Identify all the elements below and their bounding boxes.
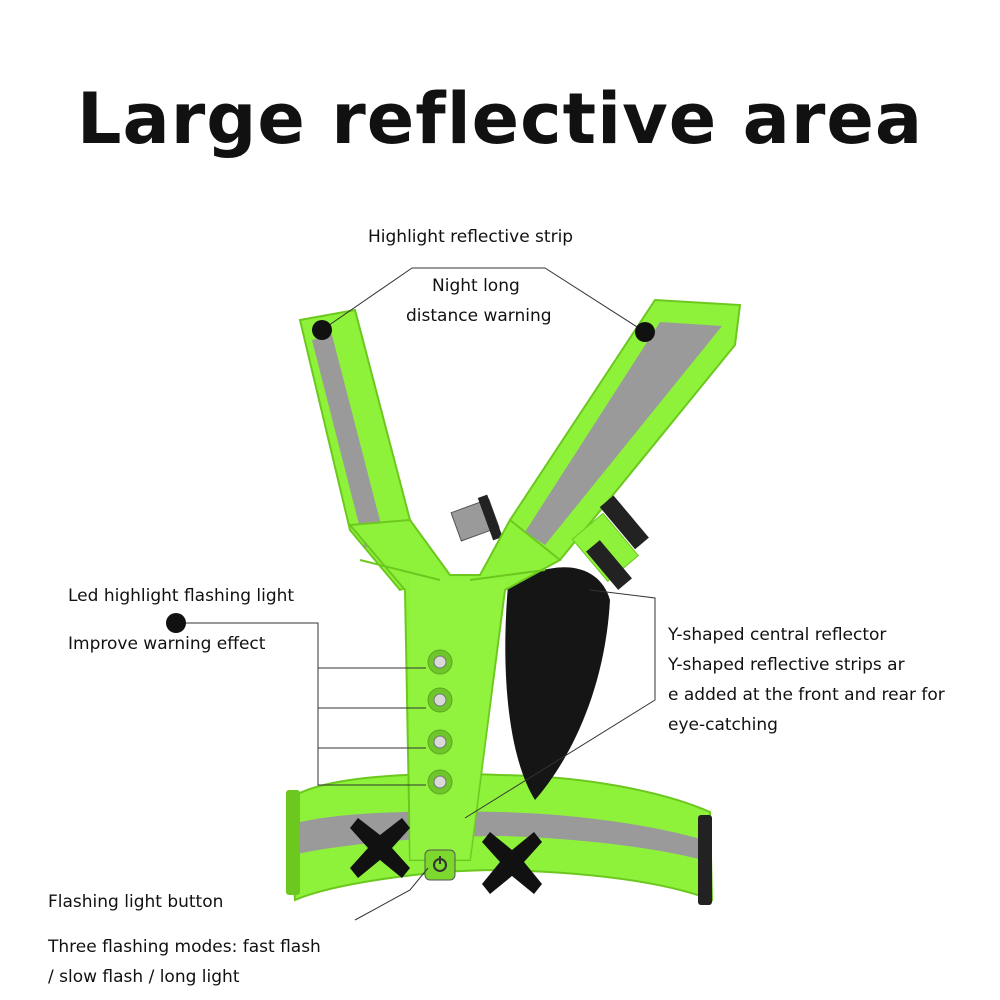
- right-belt-buckle: [482, 832, 542, 894]
- left-belt-buckle: [350, 818, 410, 878]
- led-light-3: [427, 729, 453, 755]
- led-lights: [427, 649, 453, 795]
- label-three-flashing-modes: Three flashing modes: fast flash: [48, 937, 321, 957]
- label-y-strips-line2: Y-shaped reflective strips ar: [668, 655, 905, 675]
- label-highlight-reflective-strip: Highlight reflective strip: [368, 227, 574, 247]
- power-button-icon: [424, 849, 456, 881]
- callout-dot-led: [166, 613, 186, 633]
- label-flashing-light-button: Flashing light button: [48, 892, 224, 912]
- mesh-panel: [505, 567, 610, 800]
- label-y-strips-line4: eye-catching: [668, 715, 778, 735]
- right-adjust-buckle: [571, 495, 649, 590]
- callout-lines: [176, 267, 656, 921]
- label-led-flashing-light: Led highlight flashing light: [68, 586, 295, 606]
- label-y-central-reflector: Y-shaped central reflector: [668, 625, 887, 645]
- label-improve-warning-effect: Improve warning effect: [68, 634, 266, 654]
- page-title: Large reflective area: [76, 78, 924, 160]
- led-light-2: [427, 687, 453, 713]
- callout-dot-right-strap: [635, 322, 655, 342]
- label-y-strips-line3: e added at the front and rear for: [668, 685, 945, 705]
- left-adjust-buckle: [450, 494, 503, 542]
- led-light-4: [427, 769, 453, 795]
- led-light-1: [427, 649, 453, 675]
- callout-dot-left-strap: [312, 320, 332, 340]
- label-flash-modes-list: / slow flash / long light: [48, 967, 240, 987]
- label-night-long: Night long: [432, 276, 520, 296]
- label-distance-warning: distance warning: [406, 306, 552, 326]
